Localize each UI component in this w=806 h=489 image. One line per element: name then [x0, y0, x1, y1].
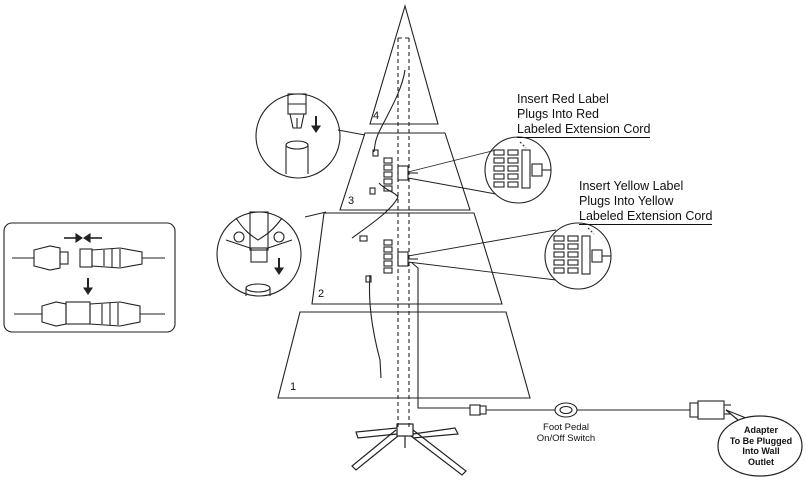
- joint-detail-middle: [216, 211, 302, 297]
- arrow-right-icon: [64, 232, 83, 244]
- red-plug-instructions: Insert Red Label Plugs Into Red Labeled …: [517, 92, 651, 138]
- adapter-label: Adapter To Be Plugged Into Wall Outlet: [722, 425, 800, 467]
- arrow-down-icon: [82, 278, 94, 295]
- tree-section-1: [277, 311, 531, 399]
- foot-pedal-line-1: Foot Pedal: [543, 422, 589, 433]
- yellow-callout-line-2: Plugs Into Yellow: [579, 194, 674, 208]
- plug-connection-panel: [3, 222, 176, 333]
- tree-section-3: [339, 132, 471, 211]
- section-number-4: 4: [373, 110, 380, 122]
- foot-pedal-line-2: On/Off Switch: [536, 433, 596, 444]
- section2-plug-cluster: [359, 235, 418, 283]
- adapter-line-1: Adapter: [743, 425, 778, 435]
- red-callout-line-3: Labeled Extension Cord: [517, 122, 651, 138]
- arrow-down-icon: [273, 258, 285, 275]
- adapter-line-4: Outlet: [748, 456, 774, 467]
- red-callout-line-2: Plugs Into Red: [517, 107, 599, 121]
- adapter-line-2: To Be Plugged: [729, 435, 793, 446]
- power-adapter: [689, 400, 731, 420]
- tree-wiring: [351, 69, 690, 411]
- tree-section-2: [311, 212, 503, 305]
- arrow-left-icon: [83, 232, 102, 244]
- yellow-callout-line-3: Labeled Extension Cord: [579, 209, 713, 225]
- foot-pedal-label: Foot Pedal On/Off Switch: [528, 422, 604, 444]
- tree-stand: [351, 423, 467, 476]
- yellow-callout-line-1: Insert Yellow Label: [579, 179, 684, 193]
- section3-plug-cluster: [369, 149, 418, 195]
- foot-pedal-switch: [554, 402, 578, 418]
- adapter-line-3: Into Wall: [742, 446, 780, 456]
- section-number-1: 1: [290, 381, 297, 393]
- tree-section-4: [369, 4, 439, 125]
- center-pole: [397, 37, 410, 430]
- inline-connector: [469, 404, 487, 416]
- joint-detail-top: [255, 93, 341, 179]
- red-plugs-detail: [484, 136, 552, 204]
- red-callout-line-1: Insert Red Label: [517, 92, 609, 106]
- yellow-plug-instructions: Insert Yellow Label Plugs Into Yellow La…: [579, 179, 713, 225]
- section-number-3: 3: [348, 195, 355, 207]
- adapter-callout-bubble: [717, 409, 803, 477]
- section-number-2: 2: [318, 288, 325, 300]
- callout-leaders: [304, 129, 557, 281]
- yellow-plugs-detail: [544, 222, 612, 290]
- arrow-down-icon: [310, 116, 322, 133]
